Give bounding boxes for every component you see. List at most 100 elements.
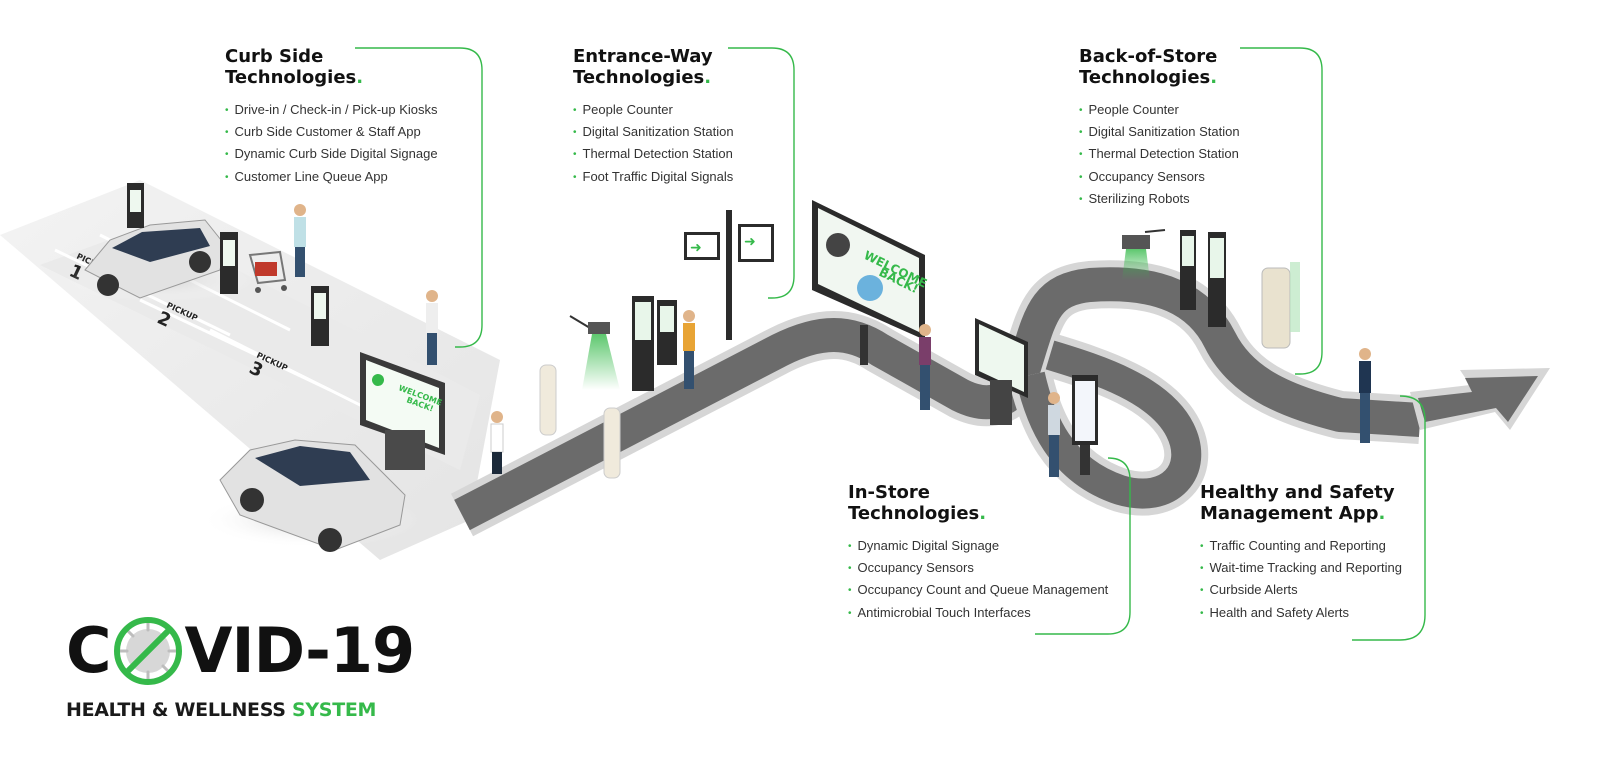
logo-subtitle-main: HEALTH & WELLNESS — [66, 699, 292, 721]
list-item-text: Thermal Detection Station — [582, 146, 733, 162]
list-item: • Thermal Detection Station — [1079, 144, 1240, 166]
list-item-text: Occupancy Count and Queue Management — [857, 582, 1109, 598]
bullet-icon: • — [1200, 607, 1204, 619]
list-item: •Drive-in / Check-in / Pick-up Kiosks — [225, 100, 438, 122]
section-curbside: Curb Side Technologies. •Drive-in / Chec… — [225, 46, 438, 189]
list-item: • Curbside Alerts — [1200, 580, 1402, 602]
thermal-camera — [569, 315, 620, 390]
list-item-text: Foot Traffic Digital Signals — [582, 168, 734, 184]
person-greeter — [426, 290, 438, 365]
person-curbside-staff — [294, 204, 306, 277]
bullet-icon: • — [1079, 127, 1083, 139]
section-backofstore-title-line2: Technologies — [1079, 67, 1211, 88]
bullet-icon: • — [573, 149, 577, 161]
curbside-kiosk-3 — [311, 286, 329, 346]
thermal-kiosk — [632, 296, 677, 391]
parked-car — [65, 219, 255, 302]
large-welcome-screen: WELCOME BACK! — [812, 200, 929, 365]
list-item: • Dynamic Digital Signage — [848, 536, 1108, 558]
section-curbside-title-line2: Technologies — [225, 67, 357, 88]
section-curbside-list: •Drive-in / Check-in / Pick-up Kiosks • C… — [225, 100, 438, 189]
list-item-text: Dynamic Curb Side Digital Signage — [234, 146, 438, 162]
bullet-icon: • — [1079, 193, 1083, 205]
list-item-text: Digital Sanitization Station — [1088, 124, 1240, 140]
section-backofstore-title: Back-of-Store Technologies. — [1079, 46, 1240, 88]
arriving-car — [200, 439, 420, 552]
list-item-text: Dynamic Digital Signage — [857, 538, 1000, 553]
section-healthapp-title: Healthy and Safety Management App. — [1200, 482, 1402, 524]
section-instore: In-Store Technologies. • Dynamic Digital … — [848, 482, 1108, 625]
list-item: •Traffic Counting and Reporting — [1200, 536, 1402, 558]
title-dot: . — [979, 503, 987, 524]
bullet-icon: • — [1079, 171, 1083, 183]
title-dot: . — [1210, 67, 1218, 88]
backstore-sensor — [1122, 229, 1166, 280]
bullet-icon: • — [1200, 585, 1204, 597]
person-kiosk-user — [683, 310, 695, 389]
section-entrance: Entrance-Way Technologies. •People Count… — [573, 46, 734, 189]
list-item: •Health and Safety Alerts — [1200, 603, 1402, 625]
bullet-icon: • — [1200, 541, 1204, 552]
list-item: • Sterilizing Robots — [1079, 189, 1240, 211]
logo-wordmark: C VID-19 — [66, 614, 415, 687]
bullet-icon: • — [1079, 149, 1083, 161]
list-item: •People Counter — [1079, 100, 1240, 122]
list-item-text: Sterilizing Robots — [1088, 190, 1190, 206]
list-item-text: Digital Sanitization Station — [582, 124, 734, 140]
list-item-text: Customer Line Queue App — [234, 168, 388, 184]
bullet-icon: • — [225, 105, 229, 116]
instore-touch-kiosk — [1072, 375, 1098, 475]
list-item-text: Thermal Detection Station — [1088, 146, 1239, 162]
list-item-text: Curbside Alerts — [1209, 582, 1298, 598]
virus-prohibited-icon — [112, 615, 184, 687]
section-instore-title-line1: In-Store — [848, 482, 931, 503]
logo-subtitle-accent: SYSTEM — [291, 699, 377, 721]
list-item-text: Curb Side Customer & Staff App — [234, 124, 421, 140]
people — [294, 204, 1371, 477]
bullet-icon: • — [225, 127, 229, 139]
bullet-icon: • — [225, 149, 229, 161]
list-item: •Antimicrobial Touch Interfaces — [848, 603, 1108, 625]
person-phone — [919, 324, 931, 410]
section-backofstore-list: •People Counter • Digital Sanitization St… — [1079, 100, 1240, 211]
bullet-icon: • — [848, 541, 852, 552]
list-item: • Digital Sanitization Station — [1079, 122, 1240, 144]
list-item-text: Occupancy Sensors — [857, 560, 974, 576]
section-backofstore: Back-of-Store Technologies. •People Coun… — [1079, 46, 1240, 211]
curbside-kiosk-1 — [127, 183, 144, 228]
instore-display-1 — [975, 318, 1028, 425]
section-curbside-title: Curb Side Technologies. — [225, 46, 438, 88]
list-item: • Dynamic Curb Side Digital Signage — [225, 144, 438, 166]
person-shopper — [1048, 392, 1060, 477]
title-dot: . — [704, 67, 712, 88]
bullet-icon: • — [573, 127, 577, 139]
list-item: • Occupancy Sensors — [1079, 167, 1240, 189]
bullet-icon: • — [1200, 563, 1204, 575]
shopping-cart — [248, 250, 287, 293]
directional-signpost: ➜ ➜ — [684, 210, 774, 340]
list-item-text: Occupancy Sensors — [1088, 168, 1205, 184]
bullet-icon: • — [225, 171, 229, 183]
covid19-logo: C VID-19 HEALTH & WELLNESS SYSTEM — [66, 614, 415, 722]
logo-letter-c: C — [66, 614, 112, 687]
section-healthapp-title-line1: Healthy and Safety — [1200, 482, 1395, 503]
section-instore-title: In-Store Technologies. — [848, 482, 1108, 524]
logo-subtitle: HEALTH & WELLNESS SYSTEM — [66, 699, 414, 721]
bullet-icon: • — [848, 585, 852, 597]
entrance-gates — [539, 364, 621, 479]
section-instore-title-line2: Technologies — [848, 503, 980, 524]
list-item: •Wait-time Tracking and Reporting — [1200, 558, 1402, 580]
list-item-text: People Counter — [582, 102, 673, 117]
list-item: • Occupancy Count and Queue Management — [848, 580, 1108, 602]
list-item-text: Antimicrobial Touch Interfaces — [857, 604, 1031, 620]
direction-arrow — [1410, 368, 1550, 430]
title-dot: . — [1378, 503, 1386, 524]
section-healthapp: Healthy and Safety Management App. •Traf… — [1200, 482, 1402, 625]
backstore-kiosks — [1180, 230, 1226, 327]
bullet-icon: • — [573, 105, 577, 116]
bullet-icon: • — [1079, 105, 1083, 116]
list-item: • Thermal Detection Station — [573, 144, 734, 166]
list-item: • People Counter — [573, 100, 734, 122]
section-curbside-title-line1: Curb Side — [225, 46, 324, 67]
list-item: •Foot Traffic Digital Signals — [573, 167, 734, 189]
